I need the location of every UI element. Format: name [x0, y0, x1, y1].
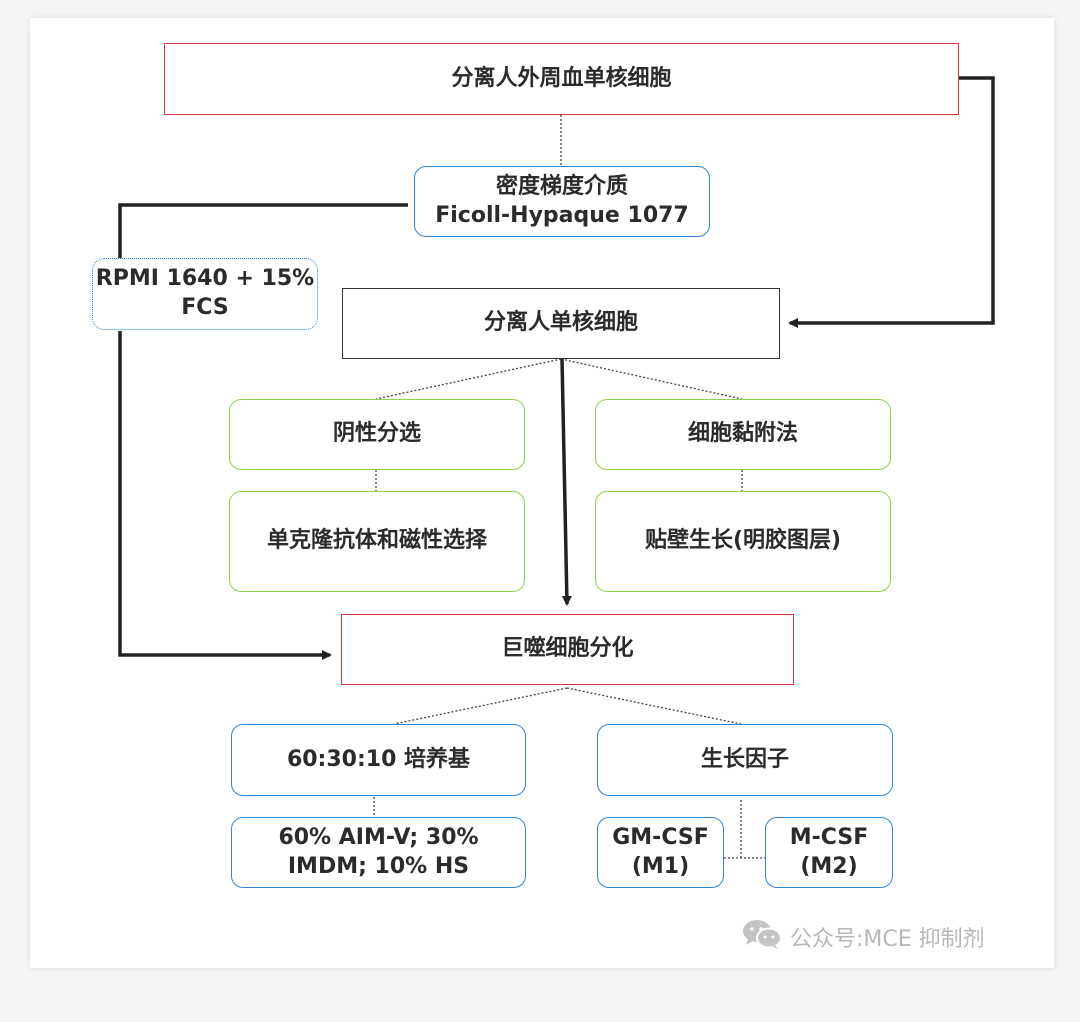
wechat-icon: [742, 918, 782, 956]
node-label: M-CSF: [789, 824, 869, 850]
node-sublabel: (M2): [800, 853, 858, 879]
node-sublabel: IMDM; 10% HS: [287, 853, 470, 879]
node-sublabel: (M1): [631, 853, 690, 879]
arrow-medium-to-diff: [118, 331, 332, 660]
dotted-connector: [560, 358, 743, 400]
growth-factor-box: 生长因子: [597, 724, 893, 796]
node-label: 分离人单核细胞: [483, 310, 638, 336]
adhesion-method-box: 细胞黏附法: [595, 399, 891, 470]
node-label: 阴性分选: [332, 421, 421, 447]
node-label: 单克隆抗体和磁性选择: [266, 528, 487, 554]
dotted-connector: [566, 687, 742, 725]
arrow-mono-to-diff: [560, 358, 572, 606]
arrow-density-upper: [118, 203, 408, 258]
node-label: 生长因子: [700, 746, 789, 772]
node-label: 60:30:10 培养基: [286, 746, 471, 772]
watermark-text: 公众号:MCE 抑制剂: [790, 927, 985, 952]
node-sublabel: FCS: [181, 295, 229, 320]
node-label: RPMI 1640 + 15%: [95, 266, 315, 292]
macrophage-differentiation-box: 巨噬细胞分化: [341, 614, 794, 685]
m-csf-box: M-CSF (M2): [765, 817, 893, 888]
node-sublabel: Ficoll-Hypaque 1077: [435, 202, 689, 228]
node-label: 贴壁生长(明胶图层): [644, 528, 842, 554]
isolate-pbmc-box: 分离人外周血单核细胞: [164, 43, 959, 115]
dotted-connector: [375, 358, 562, 400]
medium-603010-box: 60:30:10 培养基: [231, 724, 526, 796]
density-gradient-box: 密度梯度介质 Ficoll-Hypaque 1077: [414, 166, 710, 237]
dotted-connector: [393, 687, 568, 725]
node-label: 细胞黏附法: [687, 421, 798, 447]
watermark: 公众号:MCE 抑制剂: [742, 918, 985, 956]
gm-csf-box: GM-CSF (M1): [597, 817, 724, 888]
medium-composition-box: 60% AIM-V; 30% IMDM; 10% HS: [231, 817, 526, 888]
arrow-pbmc-to-mono: [788, 76, 995, 328]
node-label: 密度梯度介质: [495, 173, 628, 199]
node-label: GM-CSF: [612, 824, 709, 850]
node-label: 巨噬细胞分化: [501, 636, 634, 662]
adherent-growth-box: 贴壁生长(明胶图层): [595, 491, 891, 592]
antibody-magnetic-box: 单克隆抗体和磁性选择: [229, 491, 525, 592]
isolate-monocytes-box: 分离人单核细胞: [342, 288, 780, 359]
node-label: 60% AIM-V; 30%: [278, 824, 479, 850]
medium-rpmi-box: RPMI 1640 + 15% FCS: [92, 258, 318, 330]
negative-selection-box: 阴性分选: [229, 399, 525, 470]
node-label: 分离人外周血单核细胞: [451, 65, 672, 91]
